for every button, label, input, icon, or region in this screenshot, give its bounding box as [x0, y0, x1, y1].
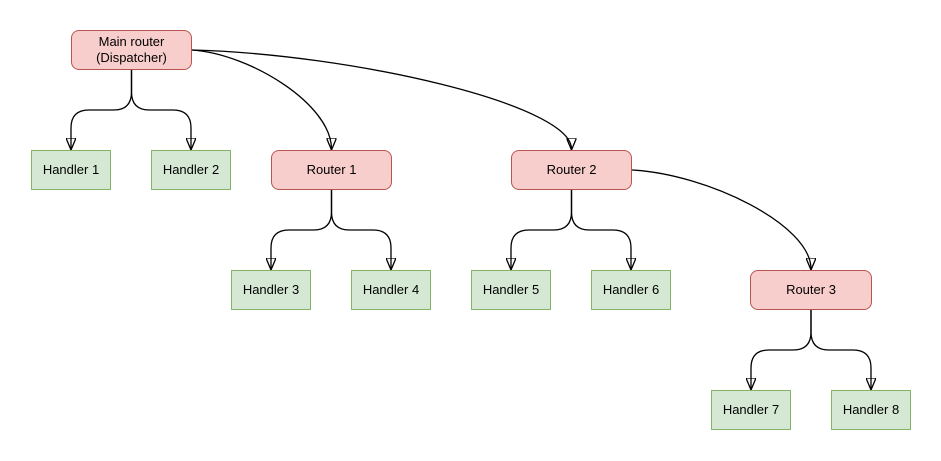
- node-handler-5: Handler 5: [471, 270, 551, 310]
- node-handler-3: Handler 3: [231, 270, 311, 310]
- node-label: Handler 1: [42, 161, 100, 177]
- node-handler-1: Handler 1: [31, 150, 111, 190]
- edge-main-router-router-1: [191, 49, 332, 149]
- edge-router-3-handler-8: [810, 310, 871, 389]
- node-label: Router 3: [786, 281, 836, 297]
- edge-main-router-handler-1: [71, 70, 133, 149]
- edge-router-2-handler-5: [511, 190, 573, 269]
- edge-router-3-handler-7: [751, 310, 812, 389]
- node-router-2: Router 2: [511, 150, 632, 190]
- node-label: Router 2: [546, 161, 597, 177]
- node-label: Main router (Dispatcher): [96, 33, 167, 65]
- node-handler-6: Handler 6: [591, 270, 671, 310]
- node-handler-4: Handler 4: [351, 270, 431, 310]
- node-label: Handler 5: [482, 281, 540, 297]
- edge-router-1-handler-3: [271, 190, 333, 269]
- node-handler-2: Handler 2: [151, 150, 231, 190]
- edge-main-router-handler-2: [130, 70, 192, 149]
- node-main-router: Main router (Dispatcher): [71, 30, 192, 70]
- node-label: Handler 7: [722, 401, 780, 417]
- node-label: Router 1: [306, 161, 357, 177]
- edge-router-2-handler-6: [570, 190, 632, 269]
- node-label: Handler 3: [242, 281, 300, 297]
- node-router-1: Router 1: [271, 150, 392, 190]
- edge-router-2-router-3: [631, 169, 811, 269]
- node-router-3: Router 3: [750, 270, 872, 310]
- node-handler-8: Handler 8: [831, 390, 911, 430]
- node-label: Handler 4: [362, 281, 420, 297]
- edge-main-router-router-2: [191, 49, 572, 149]
- node-label: Handler 6: [602, 281, 660, 297]
- edge-router-1-handler-4: [330, 190, 392, 269]
- node-label: Handler 8: [842, 401, 900, 417]
- node-label: Handler 2: [162, 161, 220, 177]
- node-handler-7: Handler 7: [711, 390, 791, 430]
